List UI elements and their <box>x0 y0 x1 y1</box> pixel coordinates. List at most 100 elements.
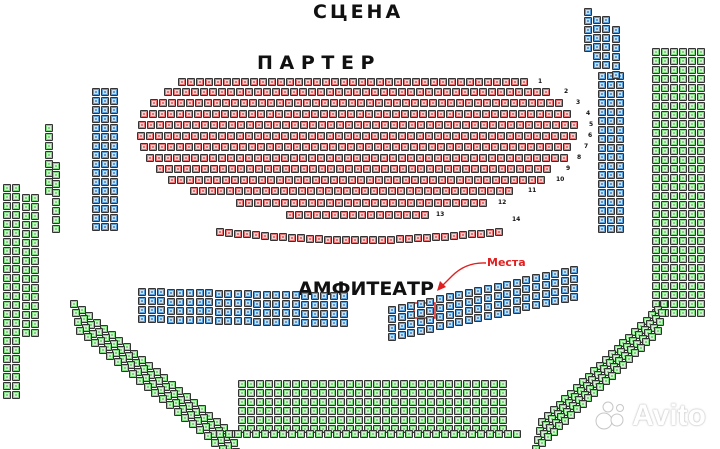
balcony-seat[interactable] <box>355 398 363 406</box>
parterre-seat[interactable] <box>261 232 269 240</box>
parterre-seat[interactable] <box>396 235 404 243</box>
balcony-seat[interactable] <box>283 416 291 424</box>
balcony-seat[interactable] <box>652 138 660 146</box>
parterre-seat[interactable] <box>173 132 181 140</box>
parterre-seat[interactable] <box>317 154 325 162</box>
amphitheater-seat[interactable] <box>417 300 425 308</box>
amphitheater-seat[interactable] <box>253 300 261 308</box>
parterre-seat[interactable] <box>365 110 373 118</box>
parterre-seat[interactable] <box>461 132 469 140</box>
side-seat[interactable] <box>110 178 118 186</box>
balcony-seat[interactable] <box>328 407 336 415</box>
amphitheater-seat[interactable] <box>407 320 415 328</box>
balcony-seat[interactable] <box>31 212 39 220</box>
parterre-seat[interactable] <box>335 88 343 96</box>
amphitheater-seat[interactable] <box>176 316 184 324</box>
balcony-seat[interactable] <box>382 425 390 433</box>
balcony-seat[interactable] <box>561 417 569 425</box>
parterre-seat[interactable] <box>551 154 559 162</box>
side-seat[interactable] <box>607 117 615 125</box>
parterre-seat[interactable] <box>488 88 496 96</box>
balcony-seat[interactable] <box>3 301 11 309</box>
side-seat[interactable] <box>92 214 100 222</box>
balcony-seat[interactable] <box>454 380 462 388</box>
parterre-seat[interactable] <box>326 199 334 207</box>
parterre-seat[interactable] <box>266 110 274 118</box>
balcony-seat[interactable] <box>661 93 669 101</box>
balcony-seat[interactable] <box>661 282 669 290</box>
side-seat[interactable] <box>607 108 615 116</box>
balcony-seat[interactable] <box>382 407 390 415</box>
balcony-seat[interactable] <box>387 430 395 438</box>
parterre-seat[interactable] <box>457 78 465 86</box>
amphitheater-seat[interactable] <box>205 316 213 324</box>
parterre-seat[interactable] <box>480 165 488 173</box>
balcony-seat[interactable] <box>652 174 660 182</box>
balcony-seat[interactable] <box>382 389 390 397</box>
balcony-seat[interactable] <box>652 57 660 65</box>
balcony-seat[interactable] <box>391 416 399 424</box>
parterre-seat[interactable] <box>272 132 280 140</box>
amphitheater-seat[interactable] <box>224 299 232 307</box>
parterre-seat[interactable] <box>392 143 400 151</box>
side-seat[interactable] <box>101 205 109 213</box>
parterre-seat[interactable] <box>312 176 320 184</box>
balcony-seat[interactable] <box>490 416 498 424</box>
amphitheater-seat[interactable] <box>436 322 444 330</box>
balcony-seat[interactable] <box>688 282 696 290</box>
balcony-seat[interactable] <box>652 201 660 209</box>
balcony-seat[interactable] <box>12 274 20 282</box>
parterre-seat[interactable] <box>164 132 172 140</box>
balcony-seat[interactable] <box>382 416 390 424</box>
parterre-seat[interactable] <box>411 99 419 107</box>
balcony-seat[interactable] <box>679 75 687 83</box>
balcony-seat[interactable] <box>292 398 300 406</box>
balcony-seat[interactable] <box>661 246 669 254</box>
balcony-seat[interactable] <box>265 380 273 388</box>
parterre-seat[interactable] <box>345 121 353 129</box>
amphitheater-seat[interactable] <box>263 309 271 317</box>
amphitheater-seat[interactable] <box>148 306 156 314</box>
balcony-seat[interactable] <box>436 389 444 397</box>
parterre-seat[interactable] <box>380 199 388 207</box>
parterre-seat[interactable] <box>313 211 321 219</box>
parterre-seat[interactable] <box>403 211 411 219</box>
amphitheater-seat[interactable] <box>503 281 511 289</box>
balcony-seat[interactable] <box>31 230 39 238</box>
balcony-seat[interactable] <box>670 255 678 263</box>
parterre-seat[interactable] <box>428 143 436 151</box>
balcony-seat[interactable] <box>697 282 705 290</box>
amphitheater-seat[interactable] <box>503 290 511 298</box>
balcony-seat[interactable] <box>3 211 11 219</box>
balcony-seat[interactable] <box>688 192 696 200</box>
amphitheater-seat[interactable] <box>522 294 530 302</box>
parterre-seat[interactable] <box>199 187 207 195</box>
parterre-seat[interactable] <box>205 78 213 86</box>
parterre-seat[interactable] <box>212 143 220 151</box>
side-seat[interactable] <box>616 108 624 116</box>
parterre-seat[interactable] <box>542 132 550 140</box>
parterre-seat[interactable] <box>542 88 550 96</box>
side-seat[interactable] <box>607 171 615 179</box>
parterre-seat[interactable] <box>527 110 535 118</box>
balcony-seat[interactable] <box>441 430 449 438</box>
parterre-seat[interactable] <box>500 143 508 151</box>
amphitheater-seat[interactable] <box>340 292 348 300</box>
balcony-seat[interactable] <box>670 201 678 209</box>
balcony-seat[interactable] <box>427 389 435 397</box>
amphitheater-seat[interactable] <box>320 310 328 318</box>
parterre-seat[interactable] <box>190 187 198 195</box>
balcony-seat[interactable] <box>196 426 204 434</box>
amphitheater-seat[interactable] <box>282 309 290 317</box>
parterre-seat[interactable] <box>234 230 242 238</box>
amphitheater-seat[interactable] <box>196 307 204 315</box>
balcony-seat[interactable] <box>697 309 705 317</box>
balcony-seat[interactable] <box>490 398 498 406</box>
parterre-seat[interactable] <box>438 99 446 107</box>
balcony-seat[interactable] <box>679 192 687 200</box>
parterre-seat[interactable] <box>156 165 164 173</box>
parterre-seat[interactable] <box>344 132 352 140</box>
parterre-seat[interactable] <box>216 228 224 236</box>
parterre-seat[interactable] <box>455 110 463 118</box>
balcony-seat[interactable] <box>337 407 345 415</box>
